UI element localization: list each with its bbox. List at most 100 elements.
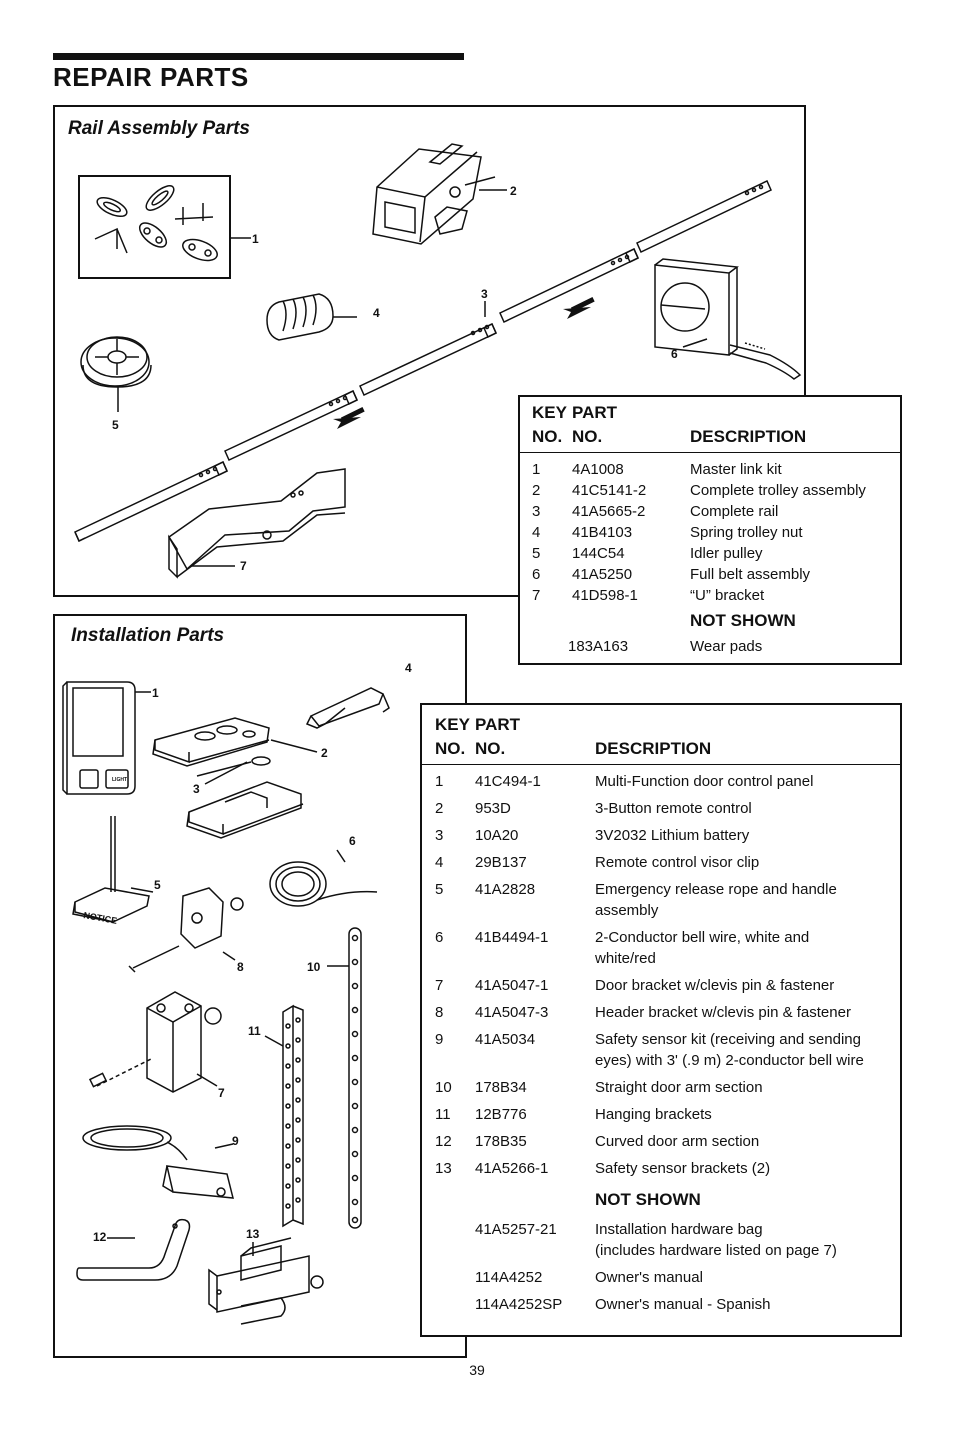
key-cell: 9: [435, 1031, 444, 1048]
installation-panel: Installation Parts LIGHT: [53, 614, 467, 1358]
remote-control-drawing: [152, 717, 318, 839]
notice-label: NOTICE: [83, 910, 118, 926]
description-cell: 3V2032 Lithium battery: [595, 827, 750, 844]
part-number-cell: 114A4252: [475, 1269, 543, 1286]
description-cell: Owner's manual - Spanish: [595, 1296, 771, 1313]
rail-not-shown-label: NOT SHOWN: [690, 611, 796, 630]
door-bracket-drawing: [88, 991, 222, 1093]
callout-install-2: 2: [321, 746, 328, 760]
part-number-cell: 41C5141-2: [572, 482, 647, 499]
rail-assembly-title: Rail Assembly Parts: [68, 118, 250, 139]
install-header-key: KEY: [435, 715, 470, 734]
curved-arm-drawing: [76, 1218, 191, 1281]
visor-clip-drawing: [305, 687, 390, 729]
callout-rail-3: 3: [481, 287, 488, 301]
installation-table-header: KEY PART NO. NO. DESCRIPTION: [422, 705, 900, 765]
install-header-part: PART: [475, 715, 521, 734]
hanging-bracket-drawing: [264, 1004, 304, 1228]
rail-header-part-no: NO.: [572, 427, 603, 446]
part-number-cell: 41B4494-1: [475, 929, 549, 946]
callout-rail-6: 6: [671, 347, 678, 361]
callout-install-6: 6: [349, 834, 356, 848]
installation-title: Installation Parts: [71, 625, 225, 646]
key-cell: 4: [435, 854, 444, 871]
callout-install-8: 8: [237, 960, 244, 974]
installation-not-shown-label: NOT SHOWN: [595, 1190, 701, 1209]
key-cell: 2: [435, 800, 444, 817]
rail-header-key: KEY: [532, 403, 567, 422]
idler-pulley-drawing: [80, 336, 152, 412]
u-bracket-drawing: [168, 468, 346, 579]
trolley-drawing: [372, 143, 507, 245]
rail-table-header: KEY PART NO. NO. DESCRIPTION: [520, 397, 900, 453]
title-rule: [53, 53, 464, 60]
description-cell: Hanging brackets: [595, 1106, 712, 1123]
rail-header-description: DESCRIPTION: [690, 427, 807, 446]
safety-sensor-drawing: [82, 1125, 234, 1199]
page-number: 39: [469, 1362, 485, 1378]
description-cell: Full belt assembly: [690, 566, 811, 583]
direction-arrows: [333, 297, 595, 429]
part-number-cell: 41A5266-1: [475, 1160, 549, 1177]
part-number-cell: 178B34: [475, 1079, 527, 1096]
spring-trolley-nut-drawing: [266, 293, 357, 341]
part-number-cell: 41A2828: [475, 881, 536, 898]
key-cell: 8: [435, 1004, 444, 1021]
description-cell: 2-Conductor bell wire, white and: [595, 929, 810, 946]
page-title: REPAIR PARTS: [53, 62, 249, 92]
description-cell: Header bracket w/clevis pin & fastener: [595, 1004, 851, 1021]
key-cell: 10: [435, 1079, 452, 1096]
description-cell: Owner's manual: [595, 1269, 703, 1286]
bell-wire-drawing: [269, 849, 378, 907]
master-link-kit-drawing: [78, 175, 251, 279]
part-number-cell: 41A5257-21: [475, 1221, 557, 1238]
part-number-cell: 41A5665-2: [572, 503, 646, 520]
description-cell-line-2: eyes) with 3' (.9 m) 2-conductor bell wi…: [595, 1052, 864, 1069]
description-cell: Safety sensor kit (receiving and sending: [595, 1031, 861, 1048]
callout-install-9: 9: [232, 1134, 239, 1148]
callout-install-4: 4: [405, 661, 412, 675]
release-rope-handle-drawing: NOTICE: [72, 816, 154, 926]
description-cell: Safety sensor brackets (2): [595, 1160, 771, 1177]
rail-header-key-no: NO.: [532, 427, 563, 446]
description-cell-line-2: white/red: [595, 950, 656, 967]
description-cell: Installation hardware bag: [595, 1221, 763, 1238]
callout-rail-4: 4: [373, 306, 380, 320]
description-cell: Master link kit: [690, 461, 782, 478]
part-number-cell: 41B4103: [572, 524, 633, 541]
safety-sensor-bracket-drawing: [208, 1237, 324, 1325]
table-row: 2 953D 3-Button remote control: [422, 798, 900, 825]
key-cell: 12: [435, 1133, 452, 1150]
part-number-cell: 41A5047-1: [475, 977, 549, 994]
callout-install-13: 13: [246, 1227, 260, 1241]
description-cell: 3-Button remote control: [595, 800, 752, 817]
key-cell: 3: [435, 827, 444, 844]
description-cell: Complete trolley assembly: [690, 482, 866, 499]
key-cell: 6: [435, 929, 444, 946]
light-label: LIGHT: [112, 777, 127, 783]
rail-header-part: PART: [572, 403, 618, 422]
table-row: 114A4252 Owner's manual: [422, 1267, 900, 1294]
part-number-cell: 41A5034: [475, 1031, 536, 1048]
part-number-cell: 29B137: [475, 854, 527, 871]
callout-rail-7: 7: [240, 559, 247, 573]
part-number-cell: 183A163: [568, 638, 629, 655]
description-cell: Idler pulley: [690, 545, 763, 562]
description-cell: Spring trolley nut: [690, 524, 803, 541]
install-header-description: DESCRIPTION: [595, 739, 712, 758]
part-number-cell: 953D: [475, 800, 511, 817]
key-cell: 5: [532, 545, 541, 562]
key-cell: 7: [435, 977, 444, 994]
part-number-cell: 4A1008: [572, 461, 624, 478]
full-belt-drawing: [654, 258, 802, 380]
